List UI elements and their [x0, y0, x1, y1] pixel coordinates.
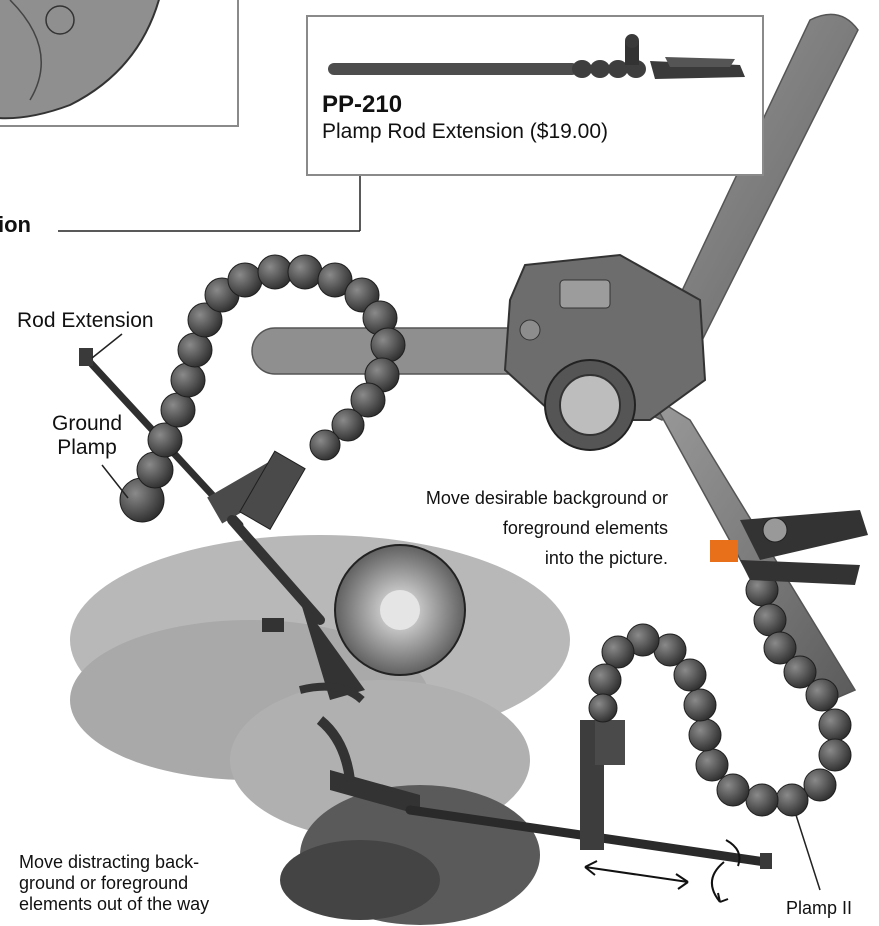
- flex-arm-right: [589, 574, 851, 816]
- label-ground-plamp-line1: Ground: [52, 412, 122, 436]
- inset-image-topleft: [0, 0, 238, 126]
- label-move-desirable: Move desirable background or foreground …: [330, 483, 668, 573]
- label-ground-plamp: Ground Plamp: [52, 412, 122, 460]
- label-move-desirable-line1: Move desirable background or: [330, 483, 668, 513]
- label-move-distracting-line2: ground or foreground: [19, 873, 299, 894]
- label-move-distracting-line1: Move distracting back-: [19, 852, 299, 873]
- label-move-distracting: Move distracting back- ground or foregro…: [19, 852, 299, 915]
- label-rod-extension: Rod Extension: [17, 309, 154, 333]
- section-heading-truncated: ion: [0, 212, 31, 238]
- label-move-distracting-line3: elements out of the way: [19, 894, 299, 915]
- product-description: Plamp Rod Extension ($19.00): [322, 120, 608, 144]
- label-move-desirable-line2: foreground elements: [330, 513, 668, 543]
- label-ground-plamp-line2: Plamp: [52, 436, 122, 460]
- label-plamp-ii: Plamp II: [786, 898, 852, 919]
- label-move-desirable-line3: into the picture.: [330, 543, 668, 573]
- orange-tab: [710, 540, 738, 562]
- product-code: PP-210: [322, 91, 402, 119]
- product-card: PP-210 Plamp Rod Extension ($19.00): [306, 15, 764, 176]
